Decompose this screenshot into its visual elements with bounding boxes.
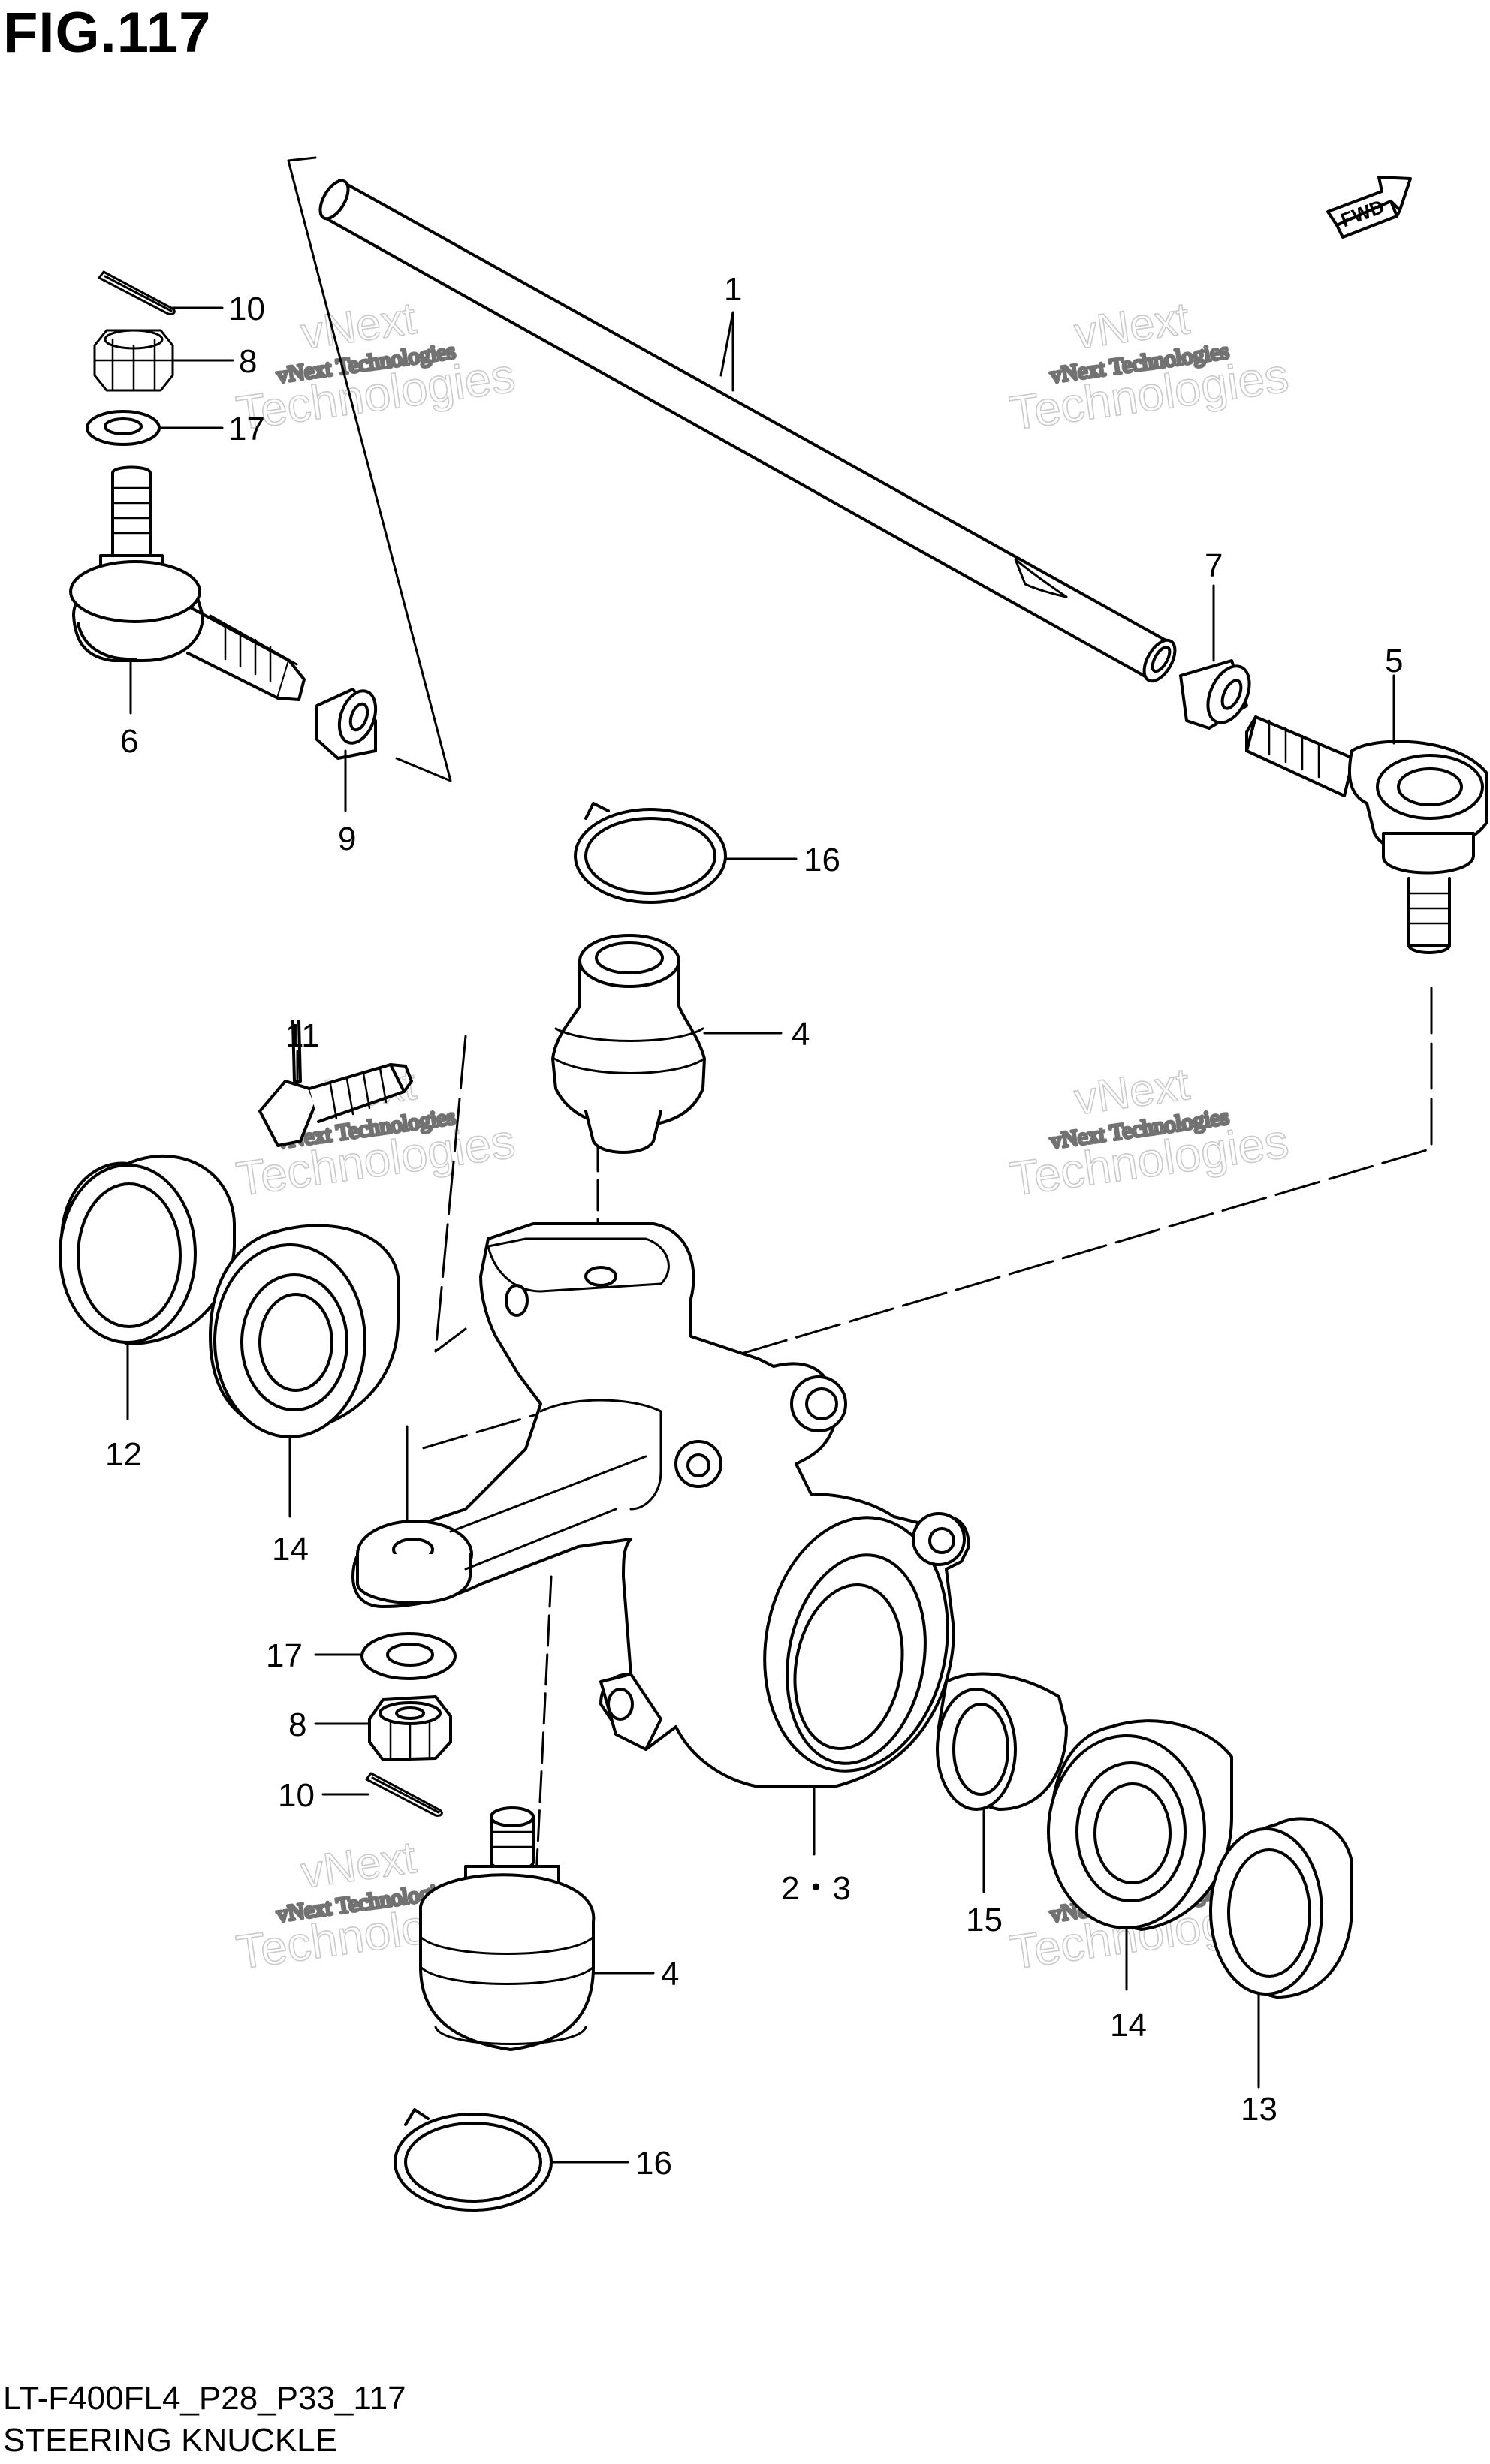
collar-part bbox=[936, 1672, 1068, 1811]
callout-14-left: 14 bbox=[272, 1531, 309, 1568]
circlip-bottom-part bbox=[394, 2108, 553, 2212]
cotter-pin-bottom-part bbox=[365, 1772, 443, 1817]
callout-10-bottom: 10 bbox=[278, 1777, 315, 1814]
callout-8-top: 8 bbox=[239, 343, 257, 380]
leader-lines bbox=[126, 306, 1395, 2164]
callout-2-3: 2・3 bbox=[781, 1870, 851, 1907]
spacer-left-part bbox=[315, 688, 378, 760]
ball-joint-bottom-part bbox=[419, 1806, 596, 2051]
callout-10-top: 10 bbox=[228, 291, 265, 327]
footer-name: STEERING KNUCKLE bbox=[3, 2422, 337, 2459]
callout-17-bottom: 17 bbox=[266, 1637, 303, 1674]
callout-14-right: 14 bbox=[1110, 2007, 1147, 2044]
tie-rod-end-right-part bbox=[1245, 715, 1488, 954]
callout-11: 11 bbox=[285, 1017, 320, 1054]
callout-8-bottom: 8 bbox=[288, 1706, 306, 1743]
ball-joint-top-part bbox=[551, 934, 706, 1154]
callout-4-top: 4 bbox=[792, 1016, 810, 1053]
washer-bottom-part bbox=[360, 1632, 457, 1680]
callout-12: 12 bbox=[105, 1436, 142, 1473]
callout-5: 5 bbox=[1385, 643, 1403, 679]
tie-rod-part bbox=[318, 179, 1177, 683]
cotter-pin-top-part bbox=[98, 270, 176, 315]
oil-seal-left-part bbox=[59, 1155, 236, 1345]
callout-17-top: 17 bbox=[228, 411, 265, 447]
figure-title: FIG.117 bbox=[3, 1, 212, 65]
nut-bottom-part bbox=[368, 1695, 452, 1761]
callout-16-top: 16 bbox=[804, 842, 840, 878]
callout-6: 6 bbox=[120, 723, 138, 760]
oil-seal-right-part bbox=[1209, 1817, 1353, 1999]
bearing-right-part bbox=[1047, 1719, 1233, 1931]
callout-13: 13 bbox=[1241, 2091, 1277, 2128]
callout-16-bottom: 16 bbox=[635, 2145, 672, 2182]
callout-9: 9 bbox=[338, 821, 356, 857]
callout-labels: 1 2・3 4 4 5 6 7 8 8 9 10 10 11 12 13 14 … bbox=[105, 271, 1403, 2182]
circlip-top-part bbox=[574, 802, 727, 904]
callout-15: 15 bbox=[966, 1902, 1003, 1938]
steering-knuckle-part bbox=[351, 1222, 970, 1788]
tie-rod-end-left-part bbox=[69, 465, 306, 701]
footer-code: LT-F400FL4_P28_P33_117 bbox=[3, 2380, 406, 2417]
spacer-right-part bbox=[1179, 659, 1251, 730]
washer-top-part bbox=[86, 410, 161, 446]
castle-nut-top-part bbox=[93, 329, 174, 392]
bolt-part bbox=[258, 1020, 413, 1147]
fwd-label: FWD bbox=[1338, 195, 1387, 231]
callout-4-bottom: 4 bbox=[661, 1956, 679, 1993]
bearing-left-part bbox=[209, 1224, 400, 1438]
callout-1: 1 bbox=[724, 271, 742, 308]
fwd-arrow-icon: FWD bbox=[1326, 176, 1412, 239]
callout-7: 7 bbox=[1205, 547, 1223, 584]
